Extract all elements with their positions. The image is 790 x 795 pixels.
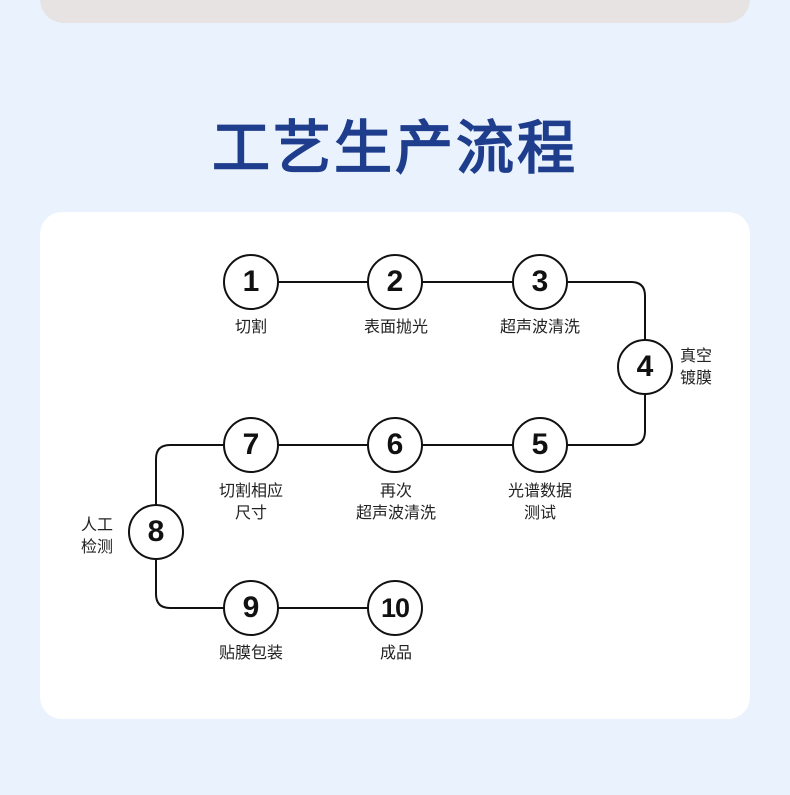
step-10-label-line: 成品 xyxy=(380,642,412,664)
step-8-label: 人工 检测 xyxy=(81,514,113,558)
step-1-label: 切割 xyxy=(235,316,267,338)
step-1-label-line: 切割 xyxy=(235,316,267,338)
step-5-label: 光谱数据 测试 xyxy=(508,480,572,524)
step-5-label-line-1: 光谱数据 xyxy=(508,480,572,502)
step-5-label-line-2: 测试 xyxy=(508,502,572,524)
step-6-circle: 6 xyxy=(367,417,423,473)
step-7-label: 切割相应 尺寸 xyxy=(219,480,283,524)
step-6-label-line-1: 再次 xyxy=(356,480,436,502)
step-4-label-line-1: 真空 xyxy=(680,345,712,367)
step-5-circle: 5 xyxy=(512,417,568,473)
step-8-circle: 8 xyxy=(128,504,184,560)
step-3-label-line: 超声波清洗 xyxy=(500,316,580,338)
step-6-label: 再次 超声波清洗 xyxy=(356,480,436,524)
step-2-label: 表面抛光 xyxy=(364,316,428,338)
step-7-label-line-2: 尺寸 xyxy=(219,502,283,524)
step-3-circle: 3 xyxy=(512,254,568,310)
step-9-circle: 9 xyxy=(223,580,279,636)
step-8-label-line-2: 检测 xyxy=(81,536,113,558)
step-7-circle: 7 xyxy=(223,417,279,473)
step-10-label: 成品 xyxy=(380,642,412,664)
step-6-label-line-2: 超声波清洗 xyxy=(356,502,436,524)
step-9-label: 贴膜包装 xyxy=(219,642,283,664)
step-2-circle: 2 xyxy=(367,254,423,310)
step-4-label: 真空 镀膜 xyxy=(680,345,712,389)
step-7-label-line-1: 切割相应 xyxy=(219,480,283,502)
step-8-label-line-1: 人工 xyxy=(81,514,113,536)
step-1-circle: 1 xyxy=(223,254,279,310)
step-9-label-line: 贴膜包装 xyxy=(219,642,283,664)
step-3-label: 超声波清洗 xyxy=(500,316,580,338)
step-4-label-line-2: 镀膜 xyxy=(680,367,712,389)
step-4-circle: 4 xyxy=(617,339,673,395)
step-2-label-line: 表面抛光 xyxy=(364,316,428,338)
step-10-circle: 10 xyxy=(367,580,423,636)
